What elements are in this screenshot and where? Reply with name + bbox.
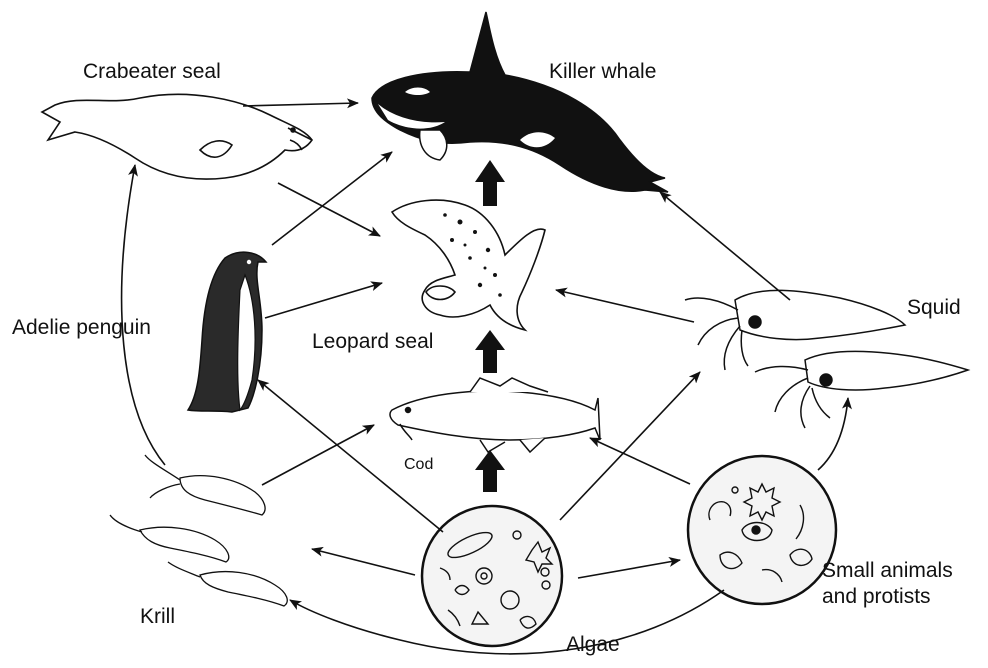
arrow-small-animals-to-cod [590, 438, 690, 484]
thick-arrow-leopard-to-killer [475, 160, 505, 206]
thick-arrow-algae-to-cod [475, 450, 505, 492]
arrow-krill-to-cod [262, 425, 374, 485]
label-krill: Krill [140, 605, 175, 629]
thick-arrow-cod-to-leopard [475, 330, 505, 373]
label-crabeater-seal: Crabeater seal [83, 60, 221, 84]
label-small-animals-line2: and protists [822, 584, 953, 610]
label-small-animals-line1: Small animals [822, 558, 953, 584]
krill-icon [110, 455, 287, 606]
killer-whale-icon [372, 12, 668, 192]
crabeater-seal-icon [42, 94, 312, 179]
arrow-krill-to-crabeater [122, 165, 165, 465]
cod-icon [390, 378, 600, 452]
label-leopard-seal: Leopard seal [312, 330, 433, 354]
adelie-penguin-icon [188, 252, 266, 412]
arrow-algae-to-squid [560, 372, 700, 520]
label-cod: Cod [404, 456, 433, 474]
label-squid: Squid [907, 296, 961, 320]
arrow-squid-to-leopard [556, 290, 694, 322]
arrow-crabeater-to-killer [243, 103, 358, 106]
leopard-seal-icon [392, 200, 545, 330]
arrow-algae-to-small-animals [578, 560, 680, 578]
algae-icon [422, 506, 562, 646]
arrow-penguin-to-killer [272, 152, 392, 245]
arrow-squid-to-killer [660, 192, 790, 300]
arrow-algae-to-krill [312, 549, 415, 575]
label-adelie-penguin: Adelie penguin [12, 316, 151, 340]
label-killer-whale: Killer whale [549, 60, 656, 84]
arrow-penguin-to-leopard [265, 283, 382, 318]
small-animals-protists-icon [688, 456, 836, 604]
label-algae: Algae [566, 633, 620, 657]
label-small-animals-protists: Small animals and protists [822, 558, 953, 610]
